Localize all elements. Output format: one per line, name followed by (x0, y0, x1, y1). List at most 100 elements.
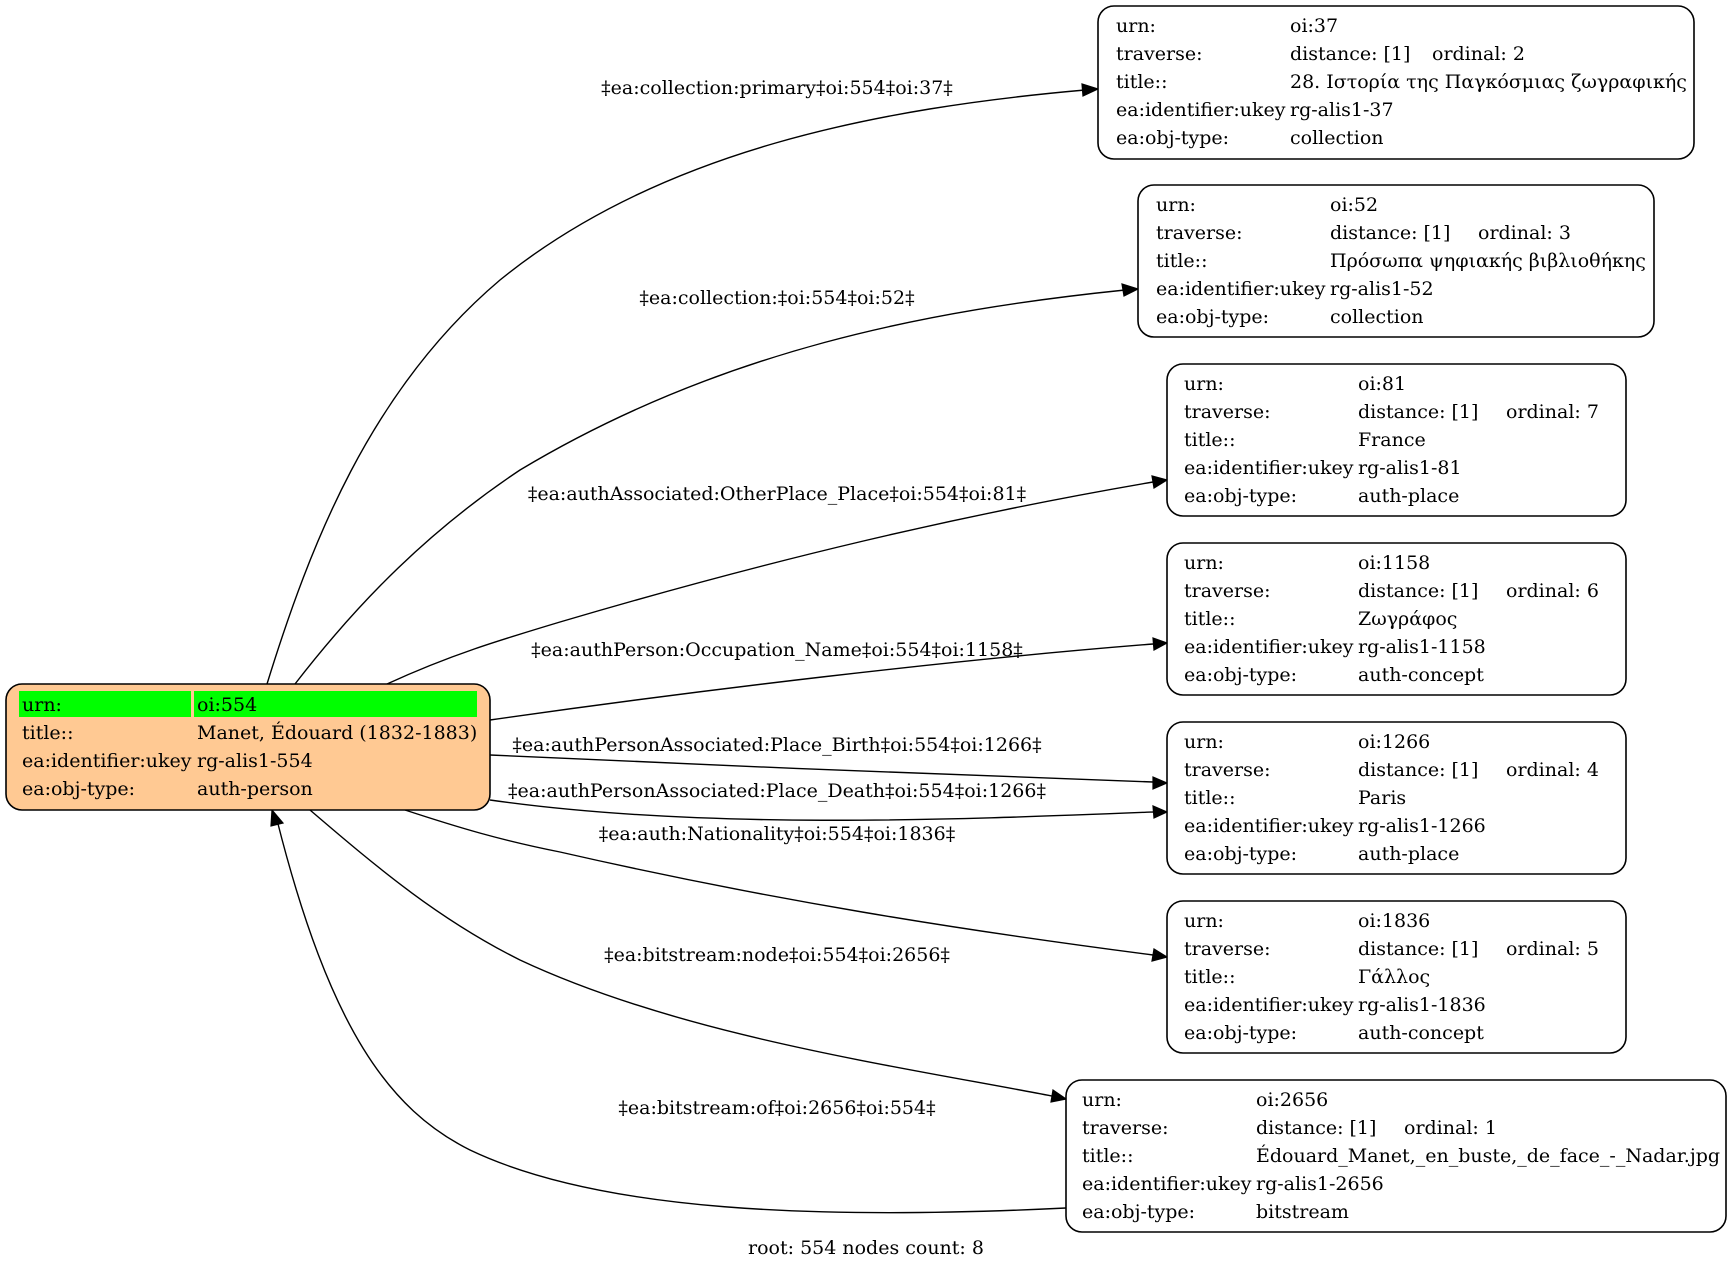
urn-value: oi:1266 (1358, 731, 1430, 753)
root-urn-label: urn: (22, 694, 62, 716)
ukey-label: ea:identifier:ukey (1184, 815, 1354, 837)
objtype-label: ea:obj-type: (1184, 664, 1297, 686)
node-oi-1266[interactable]: urn: oi:1266 traverse: distance: [1] ord… (1166, 721, 1627, 875)
title-label: title:: (1116, 71, 1167, 93)
urn-label: urn: (1184, 552, 1224, 574)
traverse-label: traverse: (1184, 938, 1271, 960)
node-oi-81[interactable]: urn: oi:81 traverse: distance: [1] ordin… (1166, 363, 1627, 517)
title-label: title:: (1184, 429, 1235, 451)
root-objtype-label: ea:obj-type: (22, 778, 135, 800)
edge-place-birth (489, 754, 1154, 783)
urn-label: urn: (1156, 194, 1196, 216)
ukey-label: ea:identifier:ukey (1184, 457, 1354, 479)
objtype-value: auth-place (1358, 485, 1459, 507)
edge-collection-arrowhead (1121, 283, 1140, 297)
objtype-value: auth-place (1358, 843, 1459, 865)
node-box (1166, 900, 1627, 1054)
edge-place-birth-arrowhead (1152, 776, 1169, 790)
distance-value: distance: [1] (1358, 580, 1478, 602)
root-ukey-value: rg-alis1-554 (197, 750, 313, 772)
title-value: Édouard_Manet,_en_buste,_de_face_-_Nadar… (1256, 1144, 1720, 1167)
title-label: title:: (1184, 966, 1235, 988)
node-oi-37[interactable]: urn: oi:37 traverse: distance: [1] ordin… (1097, 5, 1695, 160)
ukey-value: rg-alis1-2656 (1256, 1173, 1384, 1195)
objtype-value: auth-concept (1358, 1022, 1484, 1044)
ukey-label: ea:identifier:ukey (1116, 99, 1286, 121)
traverse-label: traverse: (1082, 1117, 1169, 1139)
traverse-label: traverse: (1116, 43, 1203, 65)
title-value: France (1358, 429, 1426, 451)
edge-label: ‡ea:collection:‡oi:554‡oi:52‡ (639, 287, 914, 309)
ukey-value: rg-alis1-1266 (1358, 815, 1486, 837)
edge-occupation (489, 643, 1154, 721)
traverse-label: traverse: (1184, 759, 1271, 781)
edge-label: ‡ea:authPerson:Occupation_Name‡oi:554‡oi… (531, 639, 1023, 661)
ordinal-value: ordinal: 3 (1478, 222, 1571, 244)
title-value: 28. Ιστορία της Παγκόσμιας ζωγραφικής (1290, 71, 1687, 93)
graph-footer: root: 554 nodes count: 8 (748, 1237, 984, 1259)
root-urn-value: oi:554 (197, 694, 257, 716)
ukey-label: ea:identifier:ukey (1184, 994, 1354, 1016)
urn-value: oi:1158 (1358, 552, 1430, 574)
ordinal-value: ordinal: 4 (1506, 759, 1599, 781)
objtype-label: ea:obj-type: (1184, 485, 1297, 507)
objtype-value: collection (1330, 306, 1424, 328)
node-box (1137, 184, 1655, 338)
title-label: title:: (1082, 1145, 1133, 1167)
node-box (1097, 5, 1695, 160)
objtype-label: ea:obj-type: (1184, 843, 1297, 865)
edge-place-death-arrowhead (1152, 805, 1169, 819)
edge-collection (294, 289, 1126, 685)
urn-label: urn: (1184, 373, 1224, 395)
node-box (1166, 721, 1627, 875)
root-node[interactable]: urn: oi:554 title:: Manet, Édouard (1832… (5, 683, 491, 811)
ukey-value: rg-alis1-52 (1330, 278, 1434, 300)
urn-value: oi:1836 (1358, 910, 1430, 932)
node-oi-2656[interactable]: urn: oi:2656 traverse: distance: [1] ord… (1065, 1079, 1727, 1233)
edge-bitstream-node-arrowhead (1050, 1088, 1068, 1103)
ordinal-value: ordinal: 5 (1506, 938, 1599, 960)
node-box (1166, 542, 1627, 696)
edge-label: ‡ea:authPersonAssociated:Place_Birth‡oi:… (512, 734, 1041, 756)
urn-value: oi:81 (1358, 373, 1406, 395)
distance-value: distance: [1] (1330, 222, 1450, 244)
ordinal-value: ordinal: 6 (1506, 580, 1599, 602)
root-ukey-label: ea:identifier:ukey (22, 750, 192, 772)
edge-label: ‡ea:authAssociated:OtherPlace_Place‡oi:5… (528, 483, 1026, 505)
title-value: Ζωγράφος (1358, 608, 1457, 630)
edge-label: ‡ea:bitstream:node‡oi:554‡oi:2656‡ (604, 944, 950, 966)
edge-nationality-arrowhead (1151, 948, 1169, 962)
distance-value: distance: [1] (1358, 401, 1478, 423)
edge-labels: ‡ea:collection:primary‡oi:554‡oi:37‡ ‡ea… (508, 77, 1046, 1119)
traverse-label: traverse: (1184, 401, 1271, 423)
root-urn-label-highlight (19, 691, 191, 717)
node-oi-1836[interactable]: urn: oi:1836 traverse: distance: [1] ord… (1166, 900, 1627, 1054)
edge-occupation-arrowhead (1152, 637, 1169, 651)
objtype-value: auth-concept (1358, 664, 1484, 686)
title-value: Γάλλος (1358, 966, 1430, 988)
edge-bitstream-of-arrowhead (270, 808, 285, 827)
urn-label: urn: (1184, 910, 1224, 932)
traverse-label: traverse: (1184, 580, 1271, 602)
node-oi-52[interactable]: urn: oi:52 traverse: distance: [1] ordin… (1137, 184, 1655, 338)
ordinal-value: ordinal: 1 (1404, 1117, 1497, 1139)
edge-collection-primary-arrowhead (1081, 83, 1100, 97)
distance-value: distance: [1] (1358, 938, 1478, 960)
urn-value: oi:52 (1330, 194, 1378, 216)
edge-place-death (489, 799, 1154, 821)
objtype-value: collection (1290, 127, 1384, 149)
edge-collection-primary (266, 89, 1086, 685)
urn-label: urn: (1116, 15, 1156, 37)
root-urn-value-highlight (194, 691, 477, 717)
title-label: title:: (1184, 787, 1235, 809)
ukey-value: rg-alis1-81 (1358, 457, 1462, 479)
edge-label: ‡ea:authPersonAssociated:Place_Death‡oi:… (508, 780, 1046, 802)
ukey-value: rg-alis1-1836 (1358, 994, 1486, 1016)
edge-bitstream-node (309, 809, 1053, 1097)
ukey-label: ea:identifier:ukey (1184, 636, 1354, 658)
node-oi-1158[interactable]: urn: oi:1158 traverse: distance: [1] ord… (1166, 542, 1627, 696)
urn-value: oi:2656 (1256, 1089, 1328, 1111)
ukey-label: ea:identifier:ukey (1156, 278, 1326, 300)
title-value: Πρόσωπα ψηφιακής βιβλιοθήκης (1330, 250, 1646, 272)
